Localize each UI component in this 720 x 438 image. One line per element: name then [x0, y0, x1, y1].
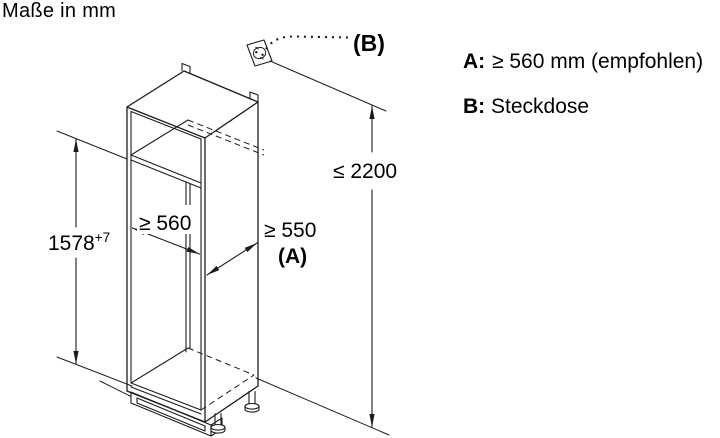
- legend-b-value: Steckdose: [491, 95, 589, 118]
- legend-b-key: B:: [463, 95, 485, 118]
- dim-niche-height: 1578+7: [48, 130, 133, 387]
- legend-a-key: A:: [463, 50, 485, 73]
- legend-a-value: ≥ 560 mm (empfohlen): [492, 50, 703, 73]
- dim-max-height: ≤ 2200: [269, 60, 397, 428]
- niche-height-tolerance: +7: [95, 230, 110, 245]
- niche-height-label: 1578+7: [48, 230, 110, 255]
- hidden-edges: [187, 119, 265, 411]
- adjustable-feet: [210, 390, 260, 434]
- niche-width-label: ≥ 560: [139, 212, 191, 235]
- front-opening-frame: [130, 110, 202, 411]
- socket-ref-label: (B): [353, 30, 385, 56]
- socket-leader-line: (B): [265, 30, 385, 56]
- max-height-label: ≤ 2200: [333, 160, 397, 183]
- ground-lines: [99, 377, 390, 436]
- diagram-title: Maße in mm: [2, 0, 116, 22]
- top-compartment-shelf: [130, 119, 202, 189]
- depth-label: ≥ 550: [264, 219, 316, 242]
- legend: A: ≥ 560 mm (empfohlen) B: Steckdose: [463, 50, 703, 118]
- depth-ref-label: (A): [278, 245, 307, 268]
- dim-depth-a: ≥ 550 (A): [206, 219, 316, 276]
- dim-niche-width: ≥ 560: [131, 205, 201, 255]
- power-socket-icon: [246, 39, 273, 67]
